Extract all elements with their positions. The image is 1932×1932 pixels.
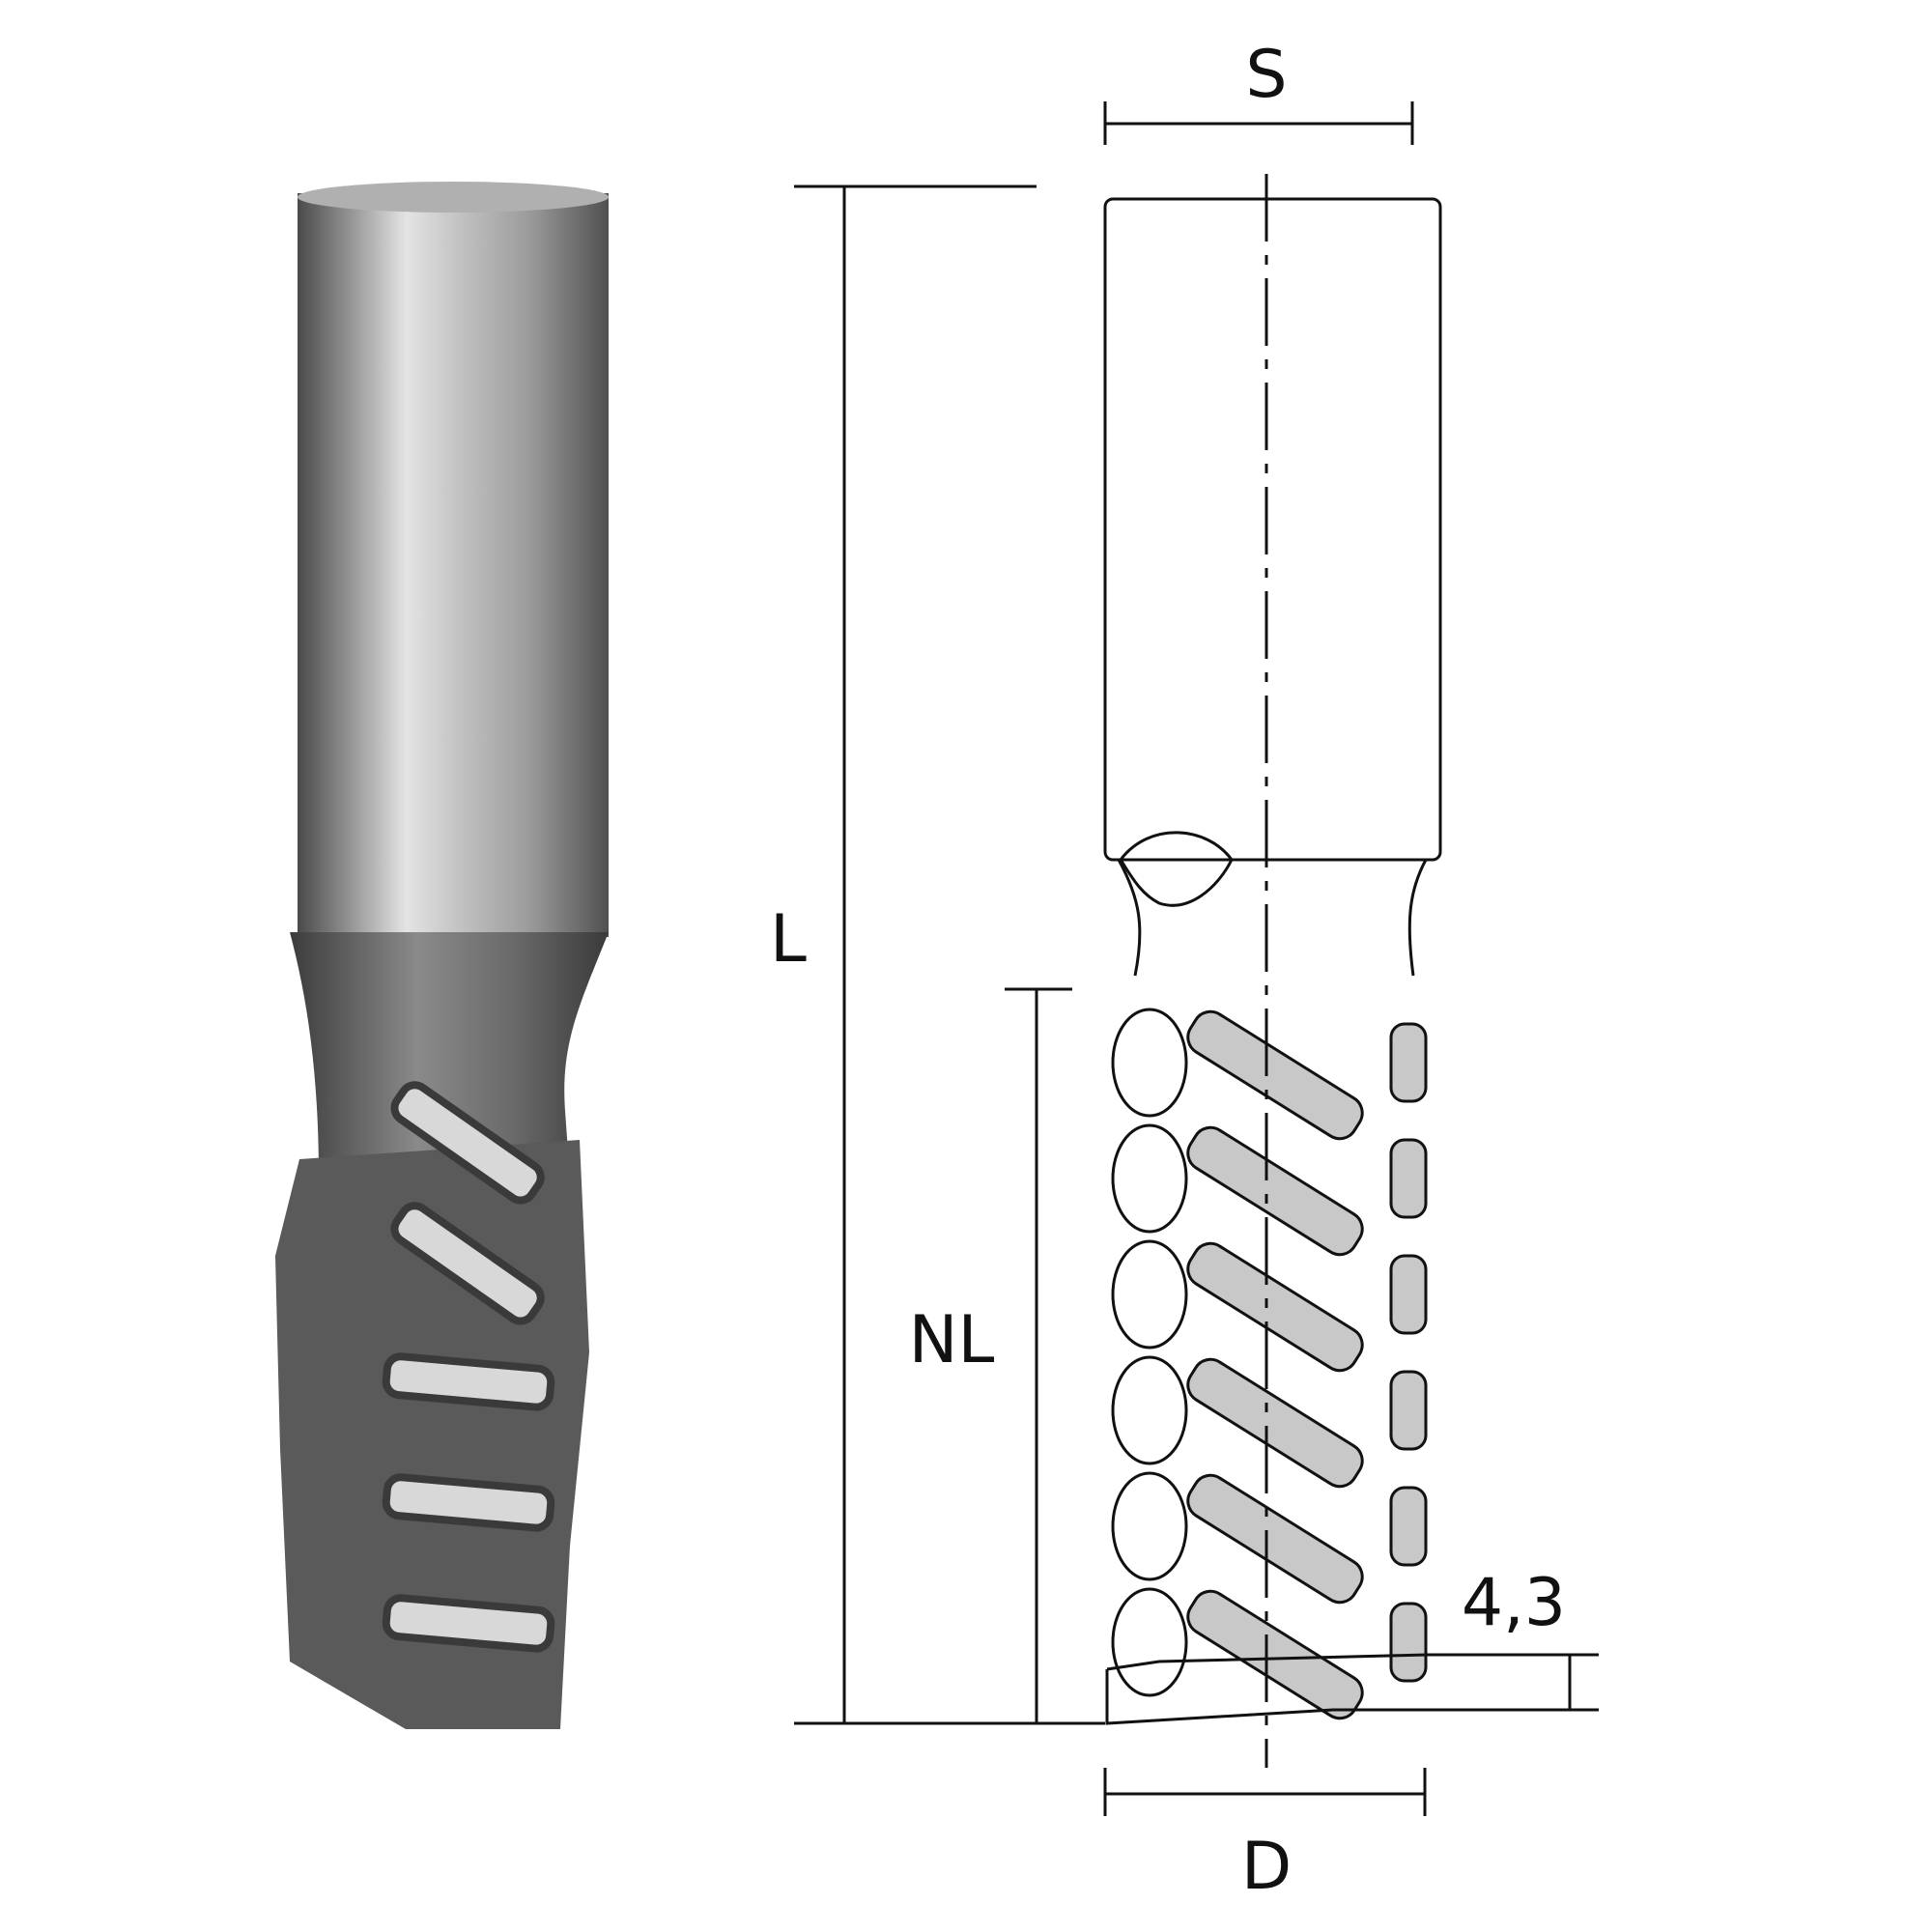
tool-shank — [298, 193, 609, 937]
flute-edge-left — [1111, 1471, 1188, 1581]
photo-insert — [382, 1594, 555, 1653]
cutting-insert-side — [1389, 1138, 1428, 1219]
drawing-tip — [1105, 1653, 1429, 1725]
l-label: L — [770, 901, 807, 978]
cutting-insert — [1186, 1357, 1364, 1489]
nl-label: NL — [909, 1302, 995, 1378]
tool-rendering — [275, 182, 609, 1729]
drawing-neck — [1117, 859, 1428, 977]
cutting-insert-side — [1389, 1022, 1428, 1103]
photo-insert — [382, 1473, 555, 1532]
tool-shank-top — [298, 182, 609, 213]
technical-drawing: S L NL 4,3 D — [770, 37, 1599, 1905]
tool-neck — [290, 932, 609, 1179]
drawing-shank — [1103, 197, 1442, 862]
flute-edge-left — [1111, 1008, 1188, 1118]
photo-insert — [390, 1081, 545, 1205]
cutting-insert — [1186, 1125, 1364, 1257]
cutting-insert-side — [1389, 1486, 1428, 1567]
flute-edge-left — [1111, 1355, 1188, 1465]
cutting-insert-side — [1389, 1254, 1428, 1335]
flute-edge-left — [1111, 1123, 1188, 1234]
drawing-chip-notch — [1119, 831, 1234, 907]
drawing-flutes — [1111, 1008, 1428, 1720]
flute-edge-left — [1111, 1587, 1188, 1697]
photo-insert — [382, 1352, 555, 1411]
cutting-insert — [1186, 1589, 1364, 1720]
d-label: D — [1241, 1829, 1292, 1905]
cutting-insert — [1186, 1009, 1364, 1141]
cutting-insert — [1186, 1473, 1364, 1605]
tool-flutes — [382, 1081, 555, 1653]
cutting-insert-side — [1389, 1370, 1428, 1451]
photo-insert — [390, 1202, 545, 1325]
flute-edge-left — [1111, 1239, 1188, 1350]
cutting-insert-side — [1389, 1602, 1428, 1683]
tip-height-label: 4,3 — [1462, 1565, 1566, 1641]
s-label: S — [1245, 37, 1287, 113]
cutting-insert — [1186, 1241, 1364, 1373]
